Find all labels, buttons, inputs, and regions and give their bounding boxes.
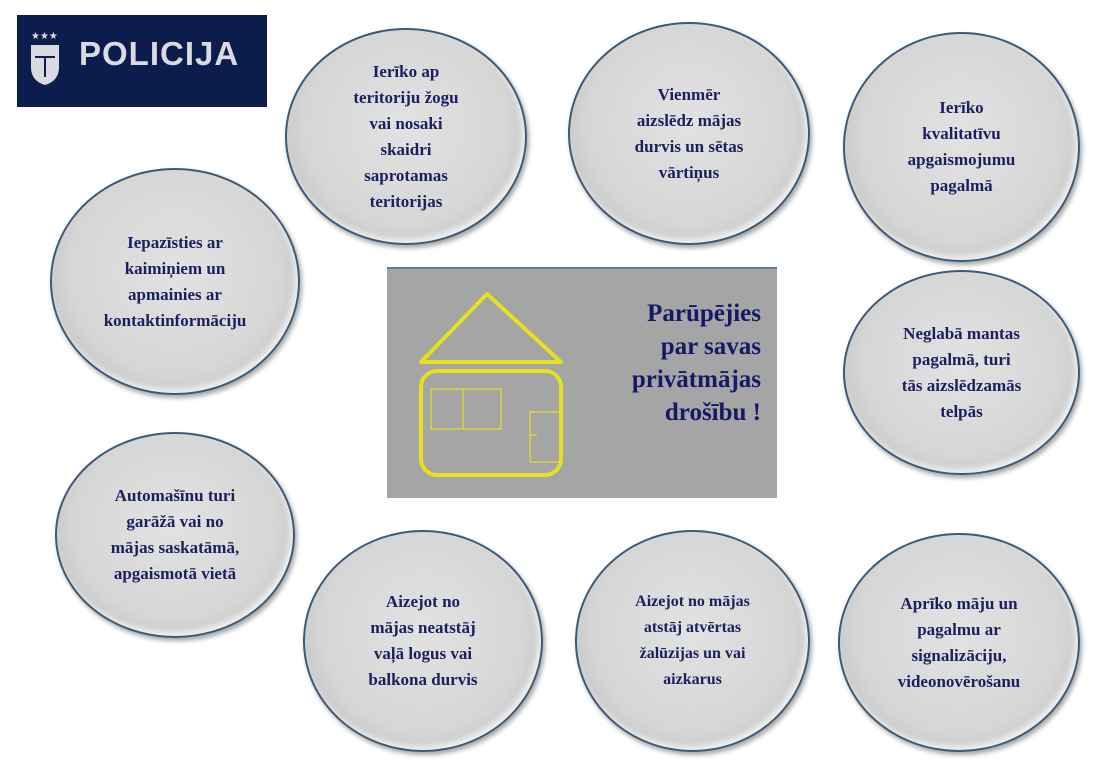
police-logo: ★★★ POLICIJA (17, 15, 267, 107)
tip-text: Vienmēr aizslēdz mājas durvis un sētas v… (634, 84, 744, 182)
tip-text: Aizejot no mājas atstāj atvērtas žalūzij… (635, 593, 750, 688)
tip-car: Automašīnu turi garāžā vai no mājas sask… (55, 432, 295, 638)
tip-blinds: Aizejot no mājas atstāj atvērtas žalūzij… (575, 530, 810, 752)
center-title: Parūpējies par savas privātmājas drošību… (631, 300, 761, 426)
logo-text: POLICIJA (79, 35, 240, 72)
svg-text:★★★: ★★★ (31, 31, 58, 42)
center-panel: Parūpējies par savas privātmājas drošību… (387, 267, 777, 498)
tip-alarm: Aprīko māju un pagalmu ar signalizāciju,… (838, 533, 1080, 752)
coat-of-arms-icon: ★★★ (31, 31, 59, 85)
tip-lock-doors: Vienmēr aizslēdz mājas durvis un sētas v… (568, 22, 810, 245)
tip-windows: Aizejot no mājas neatstāj vaļā logus vai… (303, 530, 543, 752)
tip-text: Ierīko kvalitatīvu apgaismojumu pagalmā (907, 98, 1016, 195)
tip-lighting: Ierīko kvalitatīvu apgaismojumu pagalmā (843, 32, 1080, 262)
tip-text: Iepazīsties ar kaimiņiem un apmainies ar… (103, 232, 247, 330)
tip-text: Automašīnu turi garāžā vai no mājas sask… (110, 486, 240, 583)
tip-text: Aizejot no mājas neatstāj vaļā logus vai… (368, 592, 478, 689)
house-icon (419, 292, 563, 477)
tip-fence: Ierīko ap teritoriju žogu vai nosaki ska… (285, 28, 527, 245)
tip-belongings: Neglabā mantas pagalmā, turi tās aizslēd… (843, 270, 1080, 475)
tip-text: Ierīko ap teritoriju žogu vai nosaki ska… (353, 61, 459, 211)
tip-text: Aprīko māju un pagalmu ar signalizāciju,… (897, 593, 1021, 691)
tip-text: Neglabā mantas pagalmā, turi tās aizslēd… (901, 323, 1022, 421)
tip-neighbours: Iepazīsties ar kaimiņiem un apmainies ar… (50, 168, 300, 395)
